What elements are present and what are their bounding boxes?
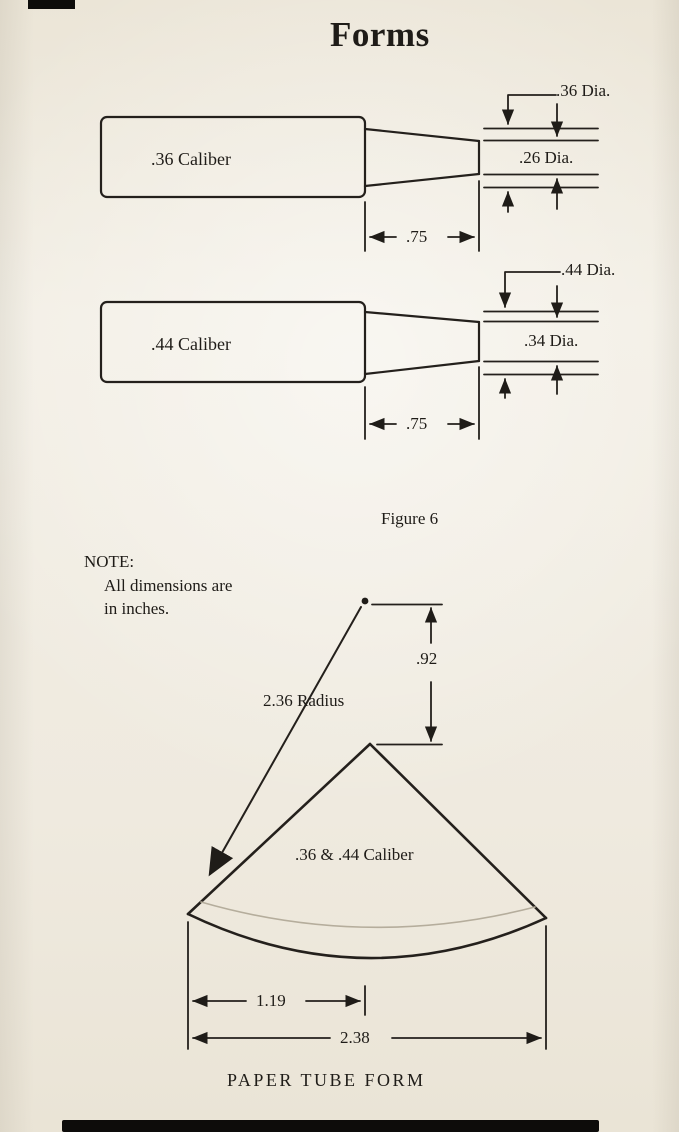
note-line-1: All dimensions are [104, 576, 233, 595]
form-36-body-label: .36 Caliber [151, 149, 231, 169]
tube-height-label: .92 [416, 649, 438, 668]
scan-mark-top [28, 0, 75, 9]
tube-full-base-label: 2.38 [340, 1028, 370, 1047]
form-44-outline [99, 300, 481, 384]
form-36-taper-length-label: .75 [406, 227, 428, 246]
form-36-dimension-lines [364, 94, 599, 252]
form-44-body-label: .44 Caliber [151, 334, 231, 354]
figure-caption: Figure 6 [381, 509, 439, 528]
scan-mark-bottom [62, 1120, 599, 1132]
note-line-2: in inches. [104, 599, 170, 618]
page-title: Forms [330, 15, 430, 54]
form-36-tip-diameter-label: .26 Dia. [519, 148, 574, 167]
form-44-taper-length-label: .75 [406, 414, 428, 433]
footer-caption: PAPER TUBE FORM [227, 1070, 426, 1090]
note-heading: NOTE: [84, 552, 135, 571]
form-44-body-diameter-label: .44 Dia. [561, 260, 616, 279]
form-36-body-diameter-label: .36 Dia. [556, 81, 611, 100]
tube-half-base-label: 1.19 [256, 991, 286, 1010]
form-44-tip-diameter-label: .34 Dia. [524, 331, 579, 350]
form-44-dimension-lines [364, 271, 599, 440]
radius-center-dot [361, 597, 369, 605]
scan-artifacts [28, 0, 599, 1132]
tube-form-dimension-lines [187, 603, 547, 1050]
tube-sector-label: .36 & .44 Caliber [295, 845, 414, 864]
tube-form-fold-arc [200, 901, 536, 929]
tube-form-outline [186, 597, 548, 960]
tube-radius-label: 2.36 Radius [263, 691, 345, 710]
form-36-outline [99, 115, 481, 199]
